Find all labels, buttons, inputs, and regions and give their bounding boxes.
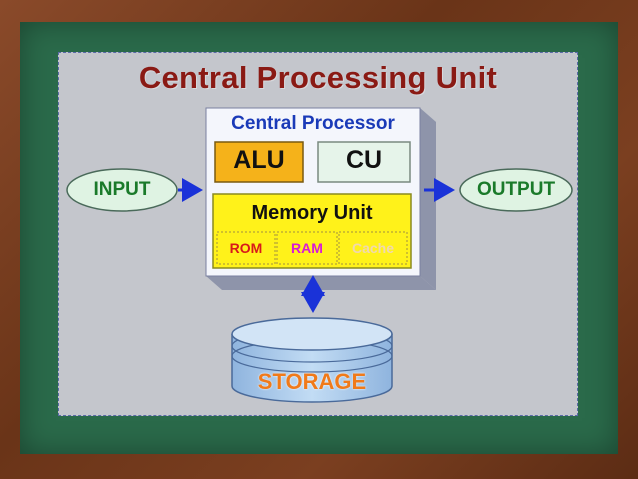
cache-cell bbox=[338, 231, 408, 265]
ram-label: RAM bbox=[291, 240, 323, 256]
storage-cylinder bbox=[231, 317, 393, 403]
processor-side-face bbox=[420, 108, 436, 290]
memory-unit-label: Memory Unit bbox=[251, 202, 373, 224]
cu-label: CU bbox=[345, 146, 383, 174]
memory-unit-box bbox=[212, 193, 412, 269]
alu-label: ALU bbox=[233, 146, 285, 174]
output-label: OUTPUT bbox=[476, 179, 556, 200]
input-label: INPUT bbox=[93, 179, 151, 200]
processor-bottom-face bbox=[206, 276, 436, 290]
rom-cell bbox=[216, 231, 276, 265]
ram-cell bbox=[276, 231, 338, 265]
rom-label: ROM bbox=[229, 240, 263, 256]
diagram-title: Central Processing Unit bbox=[138, 60, 498, 95]
cu-box bbox=[317, 141, 411, 183]
output-node bbox=[459, 168, 573, 212]
input-node bbox=[66, 168, 178, 212]
alu-box bbox=[214, 141, 304, 183]
central-processor-label: Central Processor bbox=[231, 113, 395, 134]
cache-label: Cache bbox=[351, 240, 395, 256]
storage-label: STORAGE bbox=[257, 369, 367, 394]
